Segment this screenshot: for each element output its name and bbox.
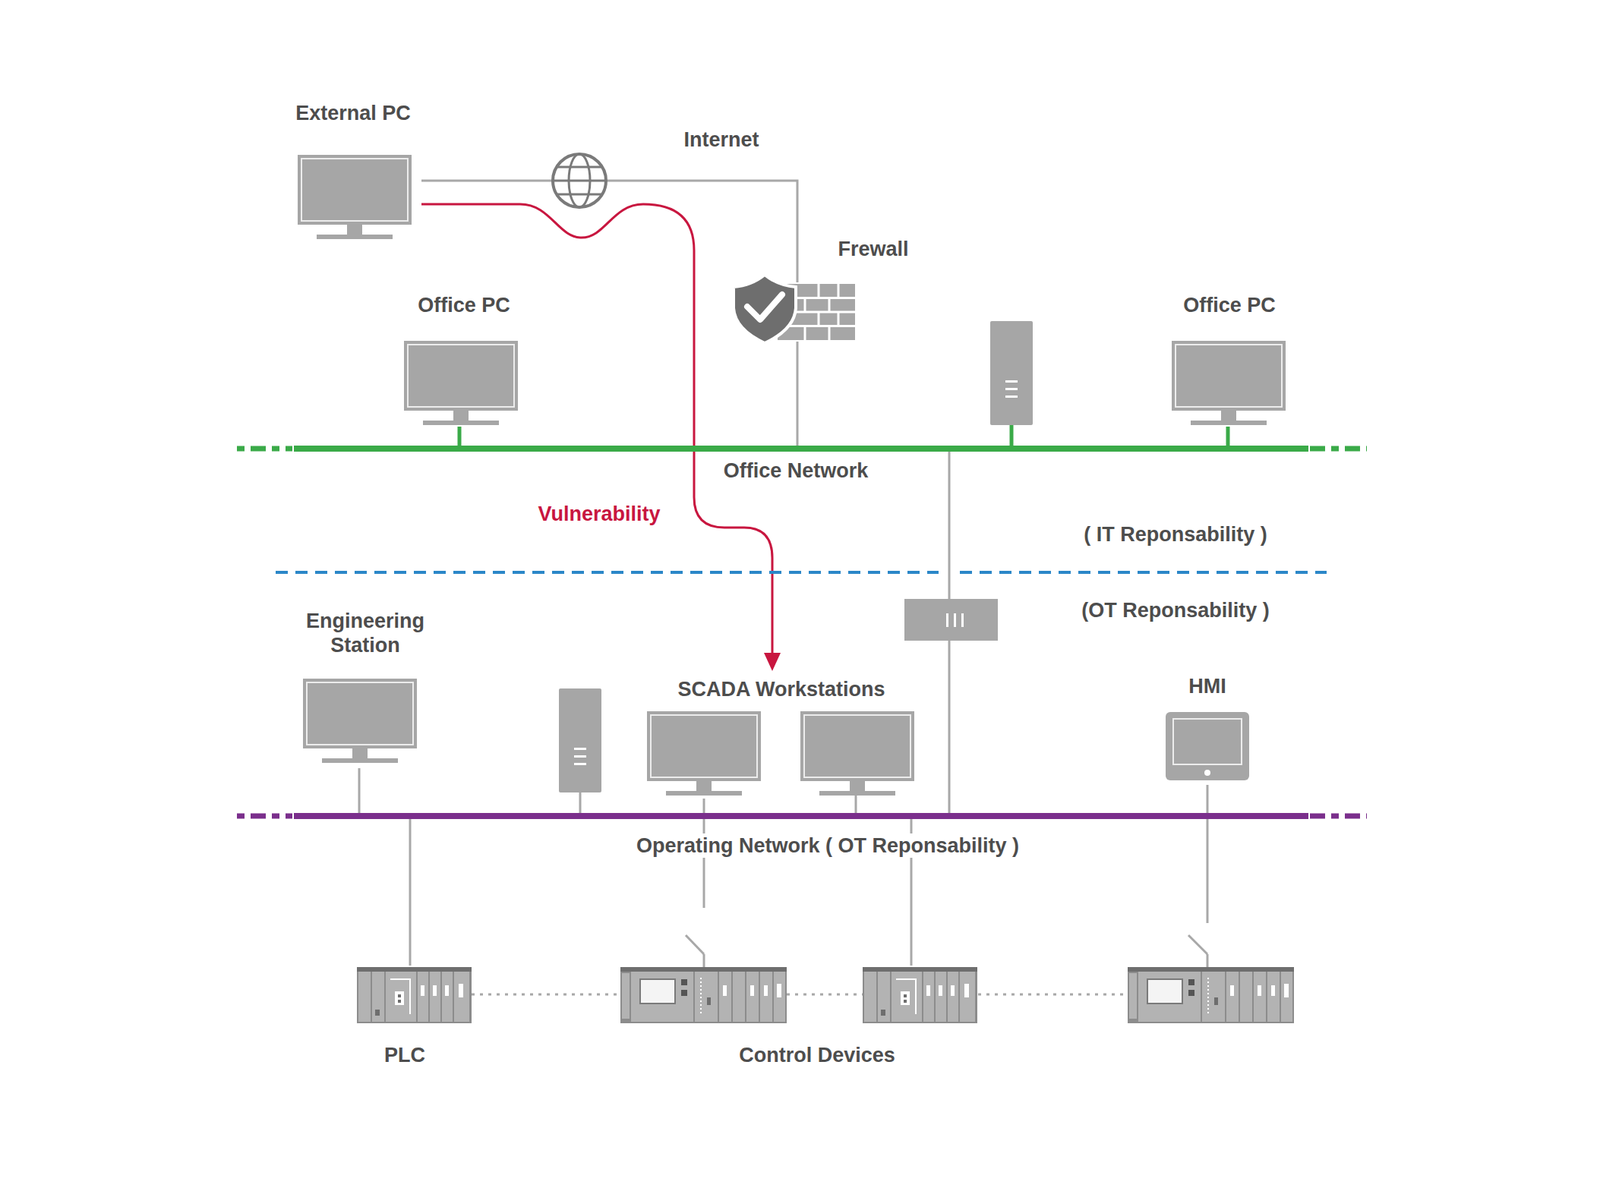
art-part	[1165, 712, 1250, 781]
field-wire	[703, 954, 706, 968]
connector	[421, 204, 773, 657]
hmi-tablet	[1165, 712, 1250, 781]
bus-stub	[1009, 425, 1014, 447]
label-text: Vulnerability	[537, 501, 660, 527]
pc-monitor	[403, 340, 518, 426]
pc-node: External PC	[284, 99, 422, 244]
art-part	[817, 312, 821, 327]
pc-monitor	[646, 711, 761, 796]
label-text: Internet	[683, 127, 759, 152]
label-text: ( IT Reponsability )	[1083, 522, 1268, 547]
art-part	[961, 613, 964, 628]
network-bus: Office Network	[293, 445, 1309, 452]
device-link	[471, 994, 621, 997]
pc-monitor	[302, 678, 417, 764]
connector	[409, 819, 412, 966]
label-text: PLC	[384, 1043, 426, 1068]
label-text: Control Devices	[738, 1043, 896, 1068]
connector	[703, 798, 706, 814]
connector	[421, 180, 798, 283]
control-device	[1127, 967, 1294, 1024]
bus-stub	[579, 792, 582, 815]
pc-monitor	[297, 154, 412, 240]
label-text: (OT Reponsability )	[1081, 598, 1270, 623]
field-wire	[1206, 819, 1209, 924]
internet-globe	[552, 154, 606, 208]
switch-symbol	[1188, 935, 1208, 955]
art-part	[817, 284, 821, 298]
art-part	[946, 613, 949, 628]
connector	[796, 341, 799, 446]
connector	[358, 768, 361, 814]
pc-node: Office PC	[395, 292, 533, 427]
art-part	[552, 179, 606, 183]
label-text: SCADA Workstations	[677, 677, 885, 702]
label-text: HMI	[1188, 674, 1227, 699]
firewall-icon	[733, 274, 856, 344]
art-part	[733, 274, 796, 344]
art-part	[837, 284, 840, 298]
label-text: Operating Network ( OT Reponsability )	[631, 833, 1024, 859]
art-part	[557, 193, 602, 196]
plc-node: PLC	[349, 965, 479, 1075]
boundary-line	[275, 571, 939, 575]
bus-end	[236, 446, 293, 452]
server-tower	[558, 688, 602, 793]
art-part	[1173, 719, 1242, 765]
device-link	[786, 994, 863, 997]
bus-end	[236, 814, 293, 820]
art-part	[804, 326, 807, 341]
art-part	[828, 326, 831, 341]
pc-monitor	[800, 711, 915, 796]
connector	[457, 426, 462, 446]
bus-end	[1309, 446, 1367, 452]
pc-node: Office PC	[1161, 292, 1298, 427]
pc-monitor	[1171, 340, 1286, 426]
boundary-line	[959, 571, 1327, 575]
bus-end	[1309, 814, 1367, 820]
bus-stub	[855, 795, 858, 815]
switch-symbol	[685, 935, 704, 955]
label-text: Office Network	[719, 458, 874, 483]
device-group: Control Devices	[611, 965, 1303, 1075]
art-part	[828, 297, 831, 313]
label-text: Office PC	[1183, 293, 1276, 318]
field-wire	[1206, 954, 1209, 968]
control-device	[620, 967, 787, 1024]
label-text: Engineering Station	[293, 609, 438, 658]
art-part	[747, 294, 783, 320]
art-part	[837, 312, 840, 327]
device-link	[978, 994, 1128, 997]
gateway-box	[904, 599, 998, 641]
workstation-node: SCADA Workstations	[637, 671, 927, 799]
arrow-head	[763, 653, 781, 672]
firewall-node: Frewall	[728, 282, 919, 342]
label-text: External PC	[295, 100, 411, 126]
control-device	[862, 967, 978, 1024]
network-bus: Operating Network ( OT Reponsability )	[293, 813, 1309, 820]
label-text: Frewall	[837, 236, 909, 262]
connector	[1226, 426, 1231, 446]
art-part	[557, 166, 602, 169]
connector	[1206, 785, 1209, 814]
art-part	[1204, 770, 1211, 777]
hmi-node: HMI	[1154, 671, 1261, 786]
server-tower	[990, 321, 1033, 426]
art-part	[552, 154, 606, 208]
field-wire	[703, 819, 706, 909]
art-part	[804, 297, 807, 313]
art-part	[904, 599, 998, 641]
label-text: Office PC	[417, 293, 511, 318]
station-node: Engineering Station	[289, 607, 442, 769]
plc-rack	[356, 967, 472, 1024]
art-part	[953, 613, 957, 628]
